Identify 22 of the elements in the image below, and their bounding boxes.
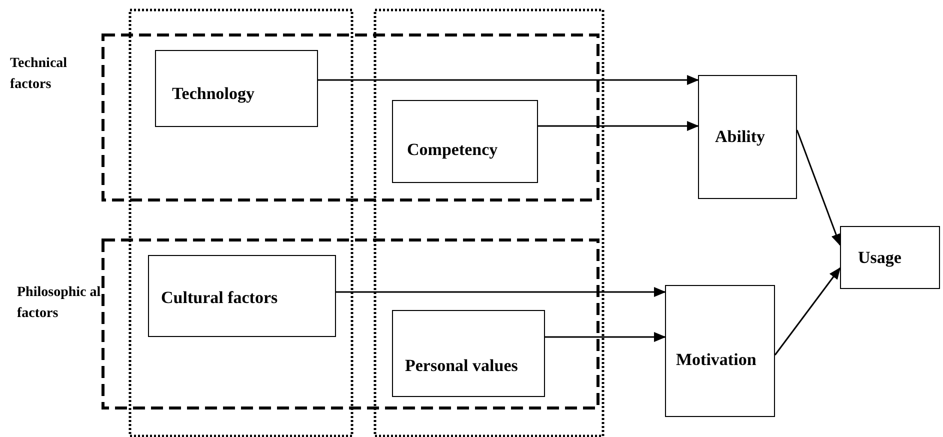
arrow (538, 121, 699, 131)
box-text: Motivation (676, 350, 756, 370)
box-text: Technology (172, 84, 255, 104)
arrow (336, 287, 666, 297)
factor-box (148, 255, 336, 337)
factor-box (392, 100, 538, 183)
factor-box (392, 310, 545, 397)
group-label: Philosophic al factors (17, 284, 102, 323)
group-label: Technical factors (10, 55, 68, 94)
box-text: Competency (407, 140, 498, 160)
arrow (545, 332, 666, 342)
factor-box (840, 226, 940, 289)
box-text: Personal values (405, 356, 518, 376)
factor-box (698, 75, 797, 199)
arrow (774, 267, 841, 356)
box-text: Usage (858, 248, 902, 268)
factor-box (155, 50, 318, 127)
arrow (796, 130, 841, 246)
factor-box (665, 285, 775, 417)
box-text: Cultural factors (161, 288, 278, 308)
arrow (318, 75, 699, 85)
box-text: Ability (715, 127, 766, 147)
